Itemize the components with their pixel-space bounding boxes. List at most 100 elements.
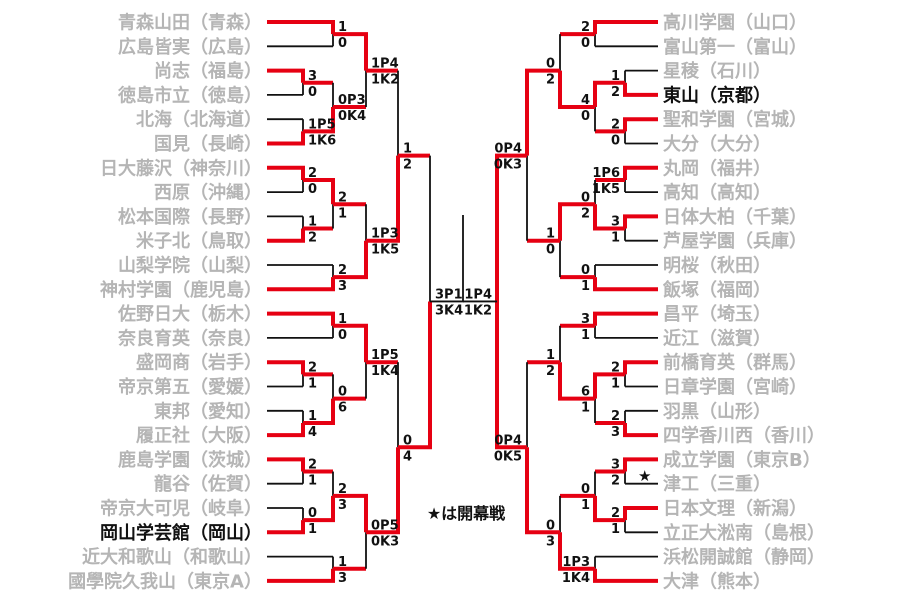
match-score-bottom-RQ2: 0K5 <box>494 449 522 464</box>
match-score-top-RQ1: 0P4 <box>494 142 522 157</box>
winner-path <box>333 240 368 280</box>
winner-path <box>398 301 432 450</box>
match-score-bottom-L12: 1 <box>308 376 317 391</box>
winner-path <box>525 68 560 156</box>
team-label-left-6: 日大藤沢（神奈川） <box>100 157 262 179</box>
team-label-left-18: 鹿島学園（茨城） <box>118 449 262 471</box>
team-label-right-20: 日本文理（新潟） <box>663 498 807 520</box>
match-score-top-L2: 3 <box>308 69 317 84</box>
match-score-bottom-R17: 1 <box>611 522 620 537</box>
match-score-top-R2: 1 <box>611 69 620 84</box>
winner-path <box>267 277 335 292</box>
match-score-top-R16: 3 <box>611 458 620 473</box>
match-score-bottom-R13: 3 <box>611 425 620 440</box>
winner-path <box>333 32 368 71</box>
team-label-left-9: 米子北（鳥取） <box>136 230 262 252</box>
team-label-left-14: 盛岡商（岩手） <box>136 352 262 374</box>
match-score-top-LSF: 3P1 <box>435 287 463 302</box>
team-label-left-0: 青森山田（青森） <box>118 12 262 34</box>
match-score-bottom-LSF: 3K4 <box>435 303 463 318</box>
match-score-bottom-L4: 0K4 <box>338 109 366 124</box>
match-score-bottom-RSF: 1K2 <box>464 303 492 318</box>
match-score-top-L9: 2 <box>338 263 347 278</box>
team-label-right-12: 昌平（埼玉） <box>663 303 771 325</box>
match-score-top-L1: 1 <box>338 20 347 35</box>
team-label-right-18: 成立学園（東京B） <box>663 449 821 471</box>
team-label-left-13: 奈良育英（奈良） <box>117 327 262 349</box>
match-score-top-R10: 1 <box>546 227 555 242</box>
winner-path <box>495 301 527 450</box>
match-score-top-RSF: 1P4 <box>464 287 492 302</box>
team-label-left-12: 佐野日大（栃木） <box>117 303 262 325</box>
winner-path <box>623 214 658 229</box>
team-label-left-23: 國學院久我山（東京A） <box>68 570 262 592</box>
winner-path <box>267 568 335 583</box>
winner-path <box>267 520 305 535</box>
match-score-bottom-R16: 2 <box>611 474 620 489</box>
team-label-left-2: 尚志（福島） <box>154 60 262 82</box>
match-score-bottom-L15: 1K4 <box>371 364 399 379</box>
team-label-right-23: 大津（熊本） <box>663 570 771 592</box>
winner-path <box>623 457 658 472</box>
team-label-right-6: 丸岡（福井） <box>662 157 771 179</box>
match-score-top-RQ2: 0P4 <box>494 433 522 448</box>
team-label-right-22: 浜松開誠館（静岡） <box>663 546 825 568</box>
team-label-right-2: 星稜（石川） <box>663 60 771 82</box>
match-score-top-LQ1: 1 <box>403 142 412 157</box>
winner-path <box>623 117 658 132</box>
match-score-top-R17: 2 <box>611 506 620 521</box>
winner-path <box>366 155 400 243</box>
team-label-right-19: 津工（三重） <box>663 473 771 495</box>
match-score-top-R9: 0 <box>581 263 590 278</box>
winner-path <box>593 204 625 231</box>
match-score-bottom-L13: 4 <box>308 425 317 440</box>
match-score-bottom-L16: 1 <box>308 474 317 489</box>
match-score-bottom-R19: 1K4 <box>562 571 590 586</box>
match-score-top-L15: 1P5 <box>371 348 399 363</box>
winner-path <box>558 202 595 241</box>
match-score-top-L19: 1 <box>338 555 347 570</box>
match-score-top-R20: 0 <box>546 518 555 533</box>
match-score-top-L4: 0P3 <box>338 93 366 108</box>
match-score-top-L14: 0 <box>338 385 347 400</box>
match-score-bottom-LQ1: 2 <box>403 158 412 173</box>
match-score-bottom-L2: 0 <box>308 85 317 100</box>
match-score-top-R3: 2 <box>611 117 620 132</box>
match-score-bottom-L7: 2 <box>308 231 317 246</box>
winner-path <box>593 495 625 523</box>
team-label-left-21: 岡山学芸館（岡山） <box>100 522 262 544</box>
team-label-right-21: 立正大淞南（島根） <box>663 522 825 544</box>
opening-match-star-icon: ★ <box>638 467 651 485</box>
team-label-right-13: 近江（滋賀） <box>663 327 771 349</box>
team-label-left-7: 西原（沖縄） <box>154 182 262 204</box>
match-score-bottom-L10: 1K5 <box>371 243 399 258</box>
match-score-bottom-R15: 2 <box>546 364 555 379</box>
bracket-lines <box>267 20 658 583</box>
match-score-bottom-L11: 0 <box>338 328 347 343</box>
match-score-top-R6: 1P6 <box>592 166 620 181</box>
team-label-right-3: 東山（京都） <box>663 84 771 106</box>
winner-path <box>267 68 305 83</box>
match-score-bottom-R7: 1 <box>611 231 620 246</box>
winner-path <box>623 422 658 438</box>
bracket-labels: 青森山田（青森）広島皆実（広島）尚志（福島）徳島市立（徳島）北海（北海道）国見（… <box>68 12 825 593</box>
match-score-top-R13: 2 <box>611 409 620 424</box>
team-label-right-0: 高川学園（山口） <box>663 12 807 34</box>
match-score-top-L11: 1 <box>338 312 347 327</box>
match-score-top-R8: 0 <box>581 190 590 205</box>
match-score-bottom-L3: 1K6 <box>308 133 336 148</box>
match-score-top-R4: 4 <box>581 93 590 108</box>
match-score-bottom-R1: 0 <box>581 36 590 51</box>
match-score-top-L12: 2 <box>308 360 317 375</box>
match-score-top-R14: 6 <box>581 385 590 400</box>
winner-path <box>303 398 335 425</box>
team-label-right-14: 前橋育英（群馬） <box>663 352 807 374</box>
match-score-bottom-L1: 0 <box>338 36 347 51</box>
winner-path <box>267 360 305 375</box>
match-score-top-L17: 0 <box>308 506 317 521</box>
winner-path <box>623 360 658 375</box>
match-score-bottom-R4: 0 <box>581 109 590 124</box>
winner-path <box>593 372 625 399</box>
match-score-bottom-R8: 2 <box>581 206 590 221</box>
